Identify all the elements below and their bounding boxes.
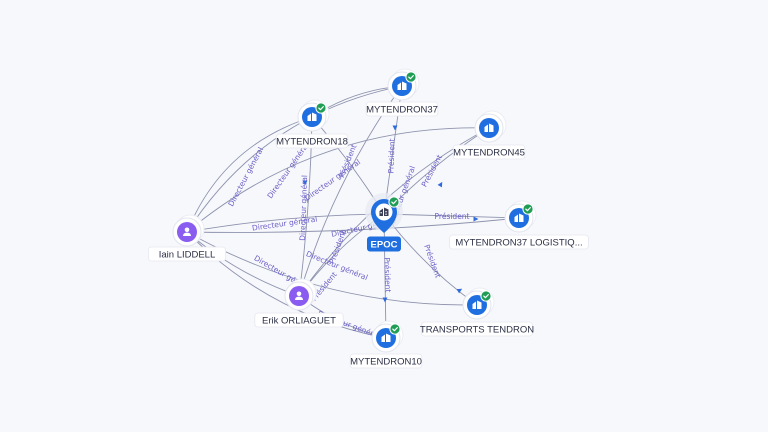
node-iain-label: Iain LIDDELL bbox=[159, 249, 216, 260]
building-icon bbox=[397, 81, 407, 90]
building-icon bbox=[379, 207, 389, 216]
graph-node-mytendron18[interactable]: MYTENDRON18 bbox=[275, 99, 349, 149]
node-mytendron10-label-bg bbox=[349, 353, 423, 369]
person-icon bbox=[295, 291, 303, 300]
building-icon bbox=[472, 300, 482, 309]
edge-arrow-icon bbox=[382, 297, 388, 303]
building-icon bbox=[381, 333, 391, 342]
edge-label-directeur-general: Directeur général bbox=[303, 157, 362, 202]
edge-label-president: Président bbox=[386, 138, 396, 173]
verified-check-icon bbox=[480, 290, 492, 302]
graph-node-transports[interactable]: TRANSPORTS TENDRON bbox=[420, 287, 534, 337]
edge-label-directeur-general: Directeur général bbox=[251, 214, 317, 232]
edge-label-president: Président bbox=[435, 212, 470, 221]
verified-check-icon bbox=[522, 203, 534, 215]
graph-node-iain[interactable]: Iain LIDDELL bbox=[147, 214, 226, 262]
node-mytendron37-label-bg bbox=[365, 101, 439, 117]
node-mytendron18-label-bg bbox=[275, 133, 349, 149]
node-mytendron37log-label: MYTENDRON37 LOGISTIQ... bbox=[455, 237, 582, 248]
graph-node-mytendron10[interactable]: MYTENDRON10 bbox=[349, 320, 423, 369]
edge-arrow-icon bbox=[437, 181, 443, 188]
person-icon bbox=[183, 227, 191, 236]
edge-arrow-icon bbox=[302, 180, 308, 186]
verified-check-icon bbox=[389, 323, 401, 335]
verified-check-icon bbox=[405, 71, 417, 83]
center-node-label: EPOC bbox=[371, 239, 398, 250]
node-mytendron45-label: MYTENDRON45 bbox=[453, 147, 525, 158]
edge-iain-mytendron45 bbox=[186, 127, 490, 233]
edge-label-directeur-general: Directeur général bbox=[298, 175, 309, 241]
building-icon bbox=[484, 123, 494, 132]
graph-node-mytendron45[interactable]: MYTENDRON45 bbox=[452, 110, 526, 160]
edge-iain-erik bbox=[186, 231, 300, 297]
edge-arrow-icon bbox=[392, 125, 398, 131]
graph-node-erik[interactable]: Erik ORLIAGUET bbox=[254, 278, 344, 328]
building-icon bbox=[514, 213, 524, 222]
node-iain-label-bg bbox=[147, 246, 226, 262]
graph-node-mytendron37log[interactable]: MYTENDRON37 LOGISTIQ... bbox=[449, 200, 589, 250]
node-mytendron10-label: MYTENDRON10 bbox=[350, 356, 422, 367]
building-icon bbox=[307, 112, 317, 121]
edge-label-directeur-general: Directeur général bbox=[226, 146, 265, 208]
graph-node-center-epoc[interactable]: EPOC bbox=[365, 193, 403, 252]
node-mytendron45-label-bg bbox=[452, 144, 526, 160]
center-label-bg bbox=[367, 236, 401, 252]
edge-label-president: Président bbox=[382, 257, 392, 292]
node-mytendron37log-label-bg bbox=[449, 234, 589, 250]
node-mytendron18-label: MYTENDRON18 bbox=[276, 136, 348, 147]
verified-check-icon bbox=[315, 102, 327, 114]
node-erik-label-bg bbox=[254, 312, 344, 328]
verified-check-icon bbox=[388, 196, 400, 208]
edge-iain-epoc bbox=[186, 213, 385, 233]
node-erik-label: Erik ORLIAGUET bbox=[262, 315, 336, 326]
node-transports-label: TRANSPORTS TENDRON bbox=[420, 324, 534, 335]
graph-node-mytendron37[interactable]: MYTENDRON37 bbox=[365, 68, 439, 117]
node-mytendron37-label: MYTENDRON37 bbox=[366, 104, 438, 115]
edge-arrow-icon bbox=[473, 216, 479, 222]
graph-nodes: MYTENDRON37MYTENDRON18MYTENDRON45MYTENDR… bbox=[147, 68, 589, 369]
edge-iain-mytendron18 bbox=[186, 116, 313, 233]
node-transports-label-bg bbox=[421, 321, 533, 337]
edge-arrow-icon bbox=[456, 288, 463, 294]
